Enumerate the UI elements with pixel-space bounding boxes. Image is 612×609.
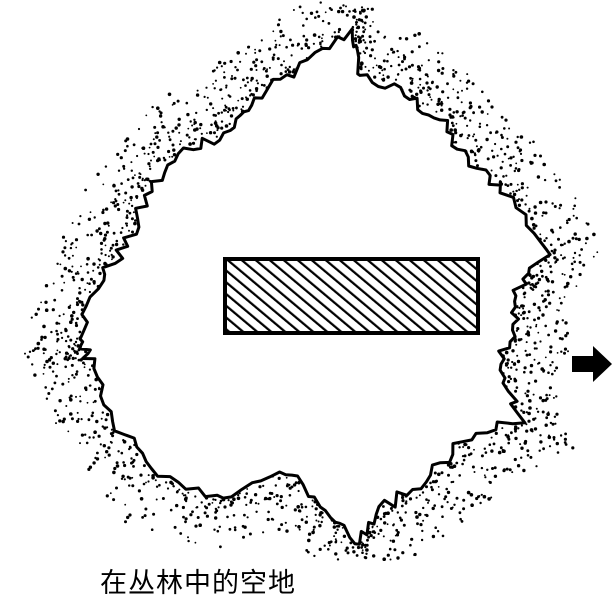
caption: 在丛林中的空地 bbox=[100, 568, 296, 599]
jungle-stipple bbox=[24, 1, 599, 561]
arrow-right-icon bbox=[572, 346, 612, 382]
building-block bbox=[223, 257, 480, 335]
